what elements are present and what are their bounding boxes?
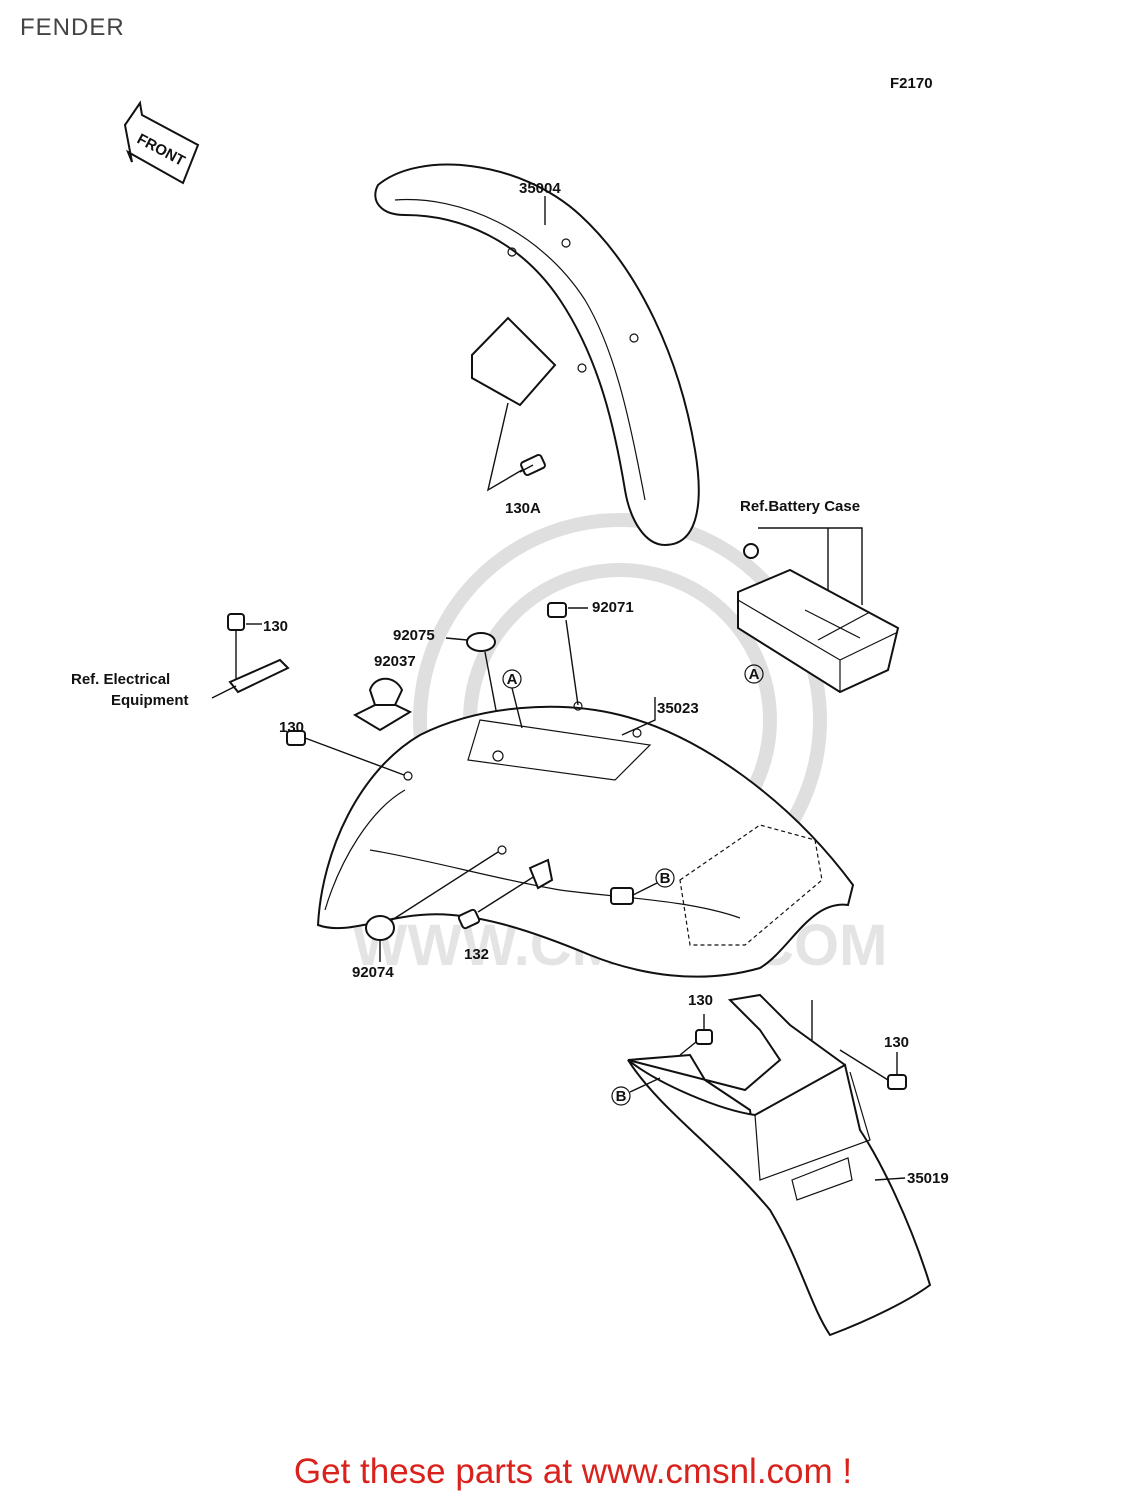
grommet-92071[interactable]: [547, 602, 588, 706]
rear-fender-35023[interactable]: [316, 697, 855, 978]
marker-b-mudguard: B: [611, 1077, 661, 1106]
figure-code: F2170: [890, 75, 933, 92]
bolt-130-clip[interactable]: [227, 613, 290, 694]
bolt-130-left[interactable]: [286, 730, 405, 776]
part-label-130-mid: 130: [688, 992, 713, 1009]
front-fender-35004[interactable]: [374, 163, 700, 547]
ref-electrical-line1: Ref. Electrical: [71, 671, 170, 688]
ref-battery-case: Ref.Battery Case: [740, 498, 860, 515]
part-label-35019: 35019: [907, 1170, 949, 1187]
bolt-132[interactable]: [457, 858, 554, 930]
part-label-35023: 35023: [657, 700, 699, 717]
svg-text:B: B: [616, 1088, 627, 1105]
svg-text:A: A: [749, 666, 760, 683]
part-label-130a: 130A: [505, 500, 541, 517]
battery-case: [737, 543, 900, 694]
rear-mudguard-35019[interactable]: [627, 993, 932, 1337]
bolt-130-mid[interactable]: [679, 1014, 713, 1056]
clamp-92037[interactable]: [352, 677, 413, 732]
clip-with-marker-b: B: [610, 868, 675, 905]
front-arrow-icon: FRONT: [123, 100, 200, 185]
ref-electrical-line2: Equipment: [111, 692, 189, 709]
part-label-92074: 92074: [352, 964, 394, 981]
footer-promo-link[interactable]: Get these parts at www.cmsnl.com !: [293, 1452, 853, 1491]
bolt-130a[interactable]: [486, 402, 546, 492]
part-label-92075: 92075: [393, 627, 435, 644]
part-label-92037: 92037: [374, 653, 416, 670]
bolt-130-right[interactable]: [839, 1049, 907, 1090]
marker-a-battery: A: [744, 664, 764, 684]
marker-a-fender: A: [502, 669, 523, 729]
svg-text:B: B: [660, 870, 671, 887]
part-label-130-right: 130: [884, 1034, 909, 1051]
page-title: FENDER: [20, 14, 125, 41]
part-label-130-clip: 130: [263, 618, 288, 635]
part-label-92071: 92071: [592, 599, 634, 616]
part-label-132: 132: [464, 946, 489, 963]
svg-text:A: A: [507, 671, 518, 688]
cap-92074[interactable]: [365, 851, 499, 962]
part-label-35004: 35004: [519, 180, 561, 197]
part-label-130-left: 130: [279, 719, 304, 736]
